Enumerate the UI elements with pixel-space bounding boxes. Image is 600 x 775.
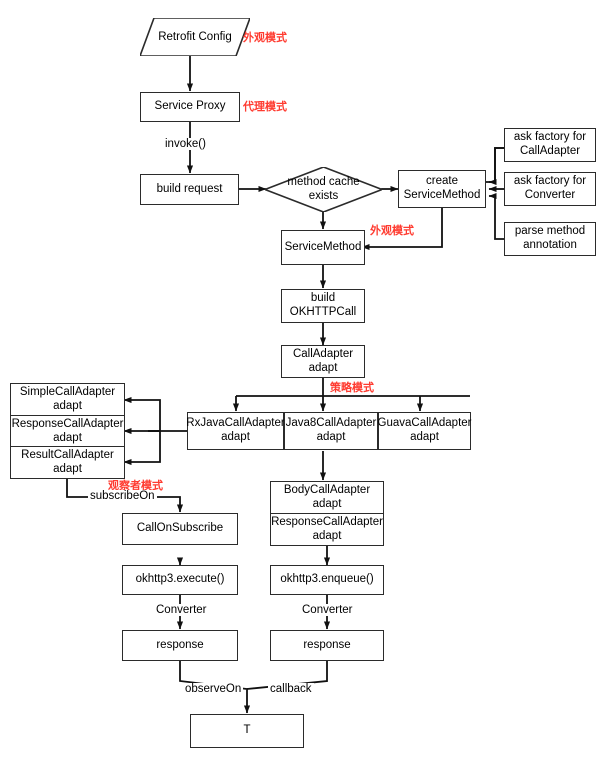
node-ask-factory-converter: ask factory for Converter bbox=[504, 172, 596, 206]
node-response-calladapter-adapt-left: ResponseCallAdapter adapt bbox=[10, 415, 125, 448]
node-response-right: response bbox=[270, 630, 384, 661]
edge-label-observe-on: observeOn bbox=[183, 683, 244, 695]
node-guava-calladapter-adapt: GuavaCallAdapter adapt bbox=[378, 412, 472, 450]
note-facade-service-method: 外观模式 bbox=[370, 225, 414, 237]
node-simple-calladapter-adapt: SimpleCallAdapter adapt bbox=[10, 383, 125, 417]
node-call-on-subscribe: CallOnSubscribe bbox=[122, 513, 238, 545]
node-okhttp-execute: okhttp3.execute() bbox=[122, 565, 238, 595]
note-proxy: 代理模式 bbox=[243, 101, 287, 113]
node-result-calladapter-adapt: ResultCallAdapter adapt bbox=[10, 446, 125, 479]
node-calladapter-adapt: CallAdapter adapt bbox=[281, 345, 365, 378]
node-response-calladapter-adapt-right: ResponseCallAdapter adapt bbox=[270, 513, 384, 546]
node-method-cache-exists: method cache exists bbox=[265, 167, 382, 212]
node-rxjava-calladapter-adapt: RxJavaCallAdapter adapt bbox=[186, 412, 285, 450]
note-strategy: 策略模式 bbox=[330, 382, 374, 394]
node-retrofit-config: Retrofit Config bbox=[140, 18, 250, 56]
node-build-request: build request bbox=[140, 174, 239, 205]
edge-label-invoke: invoke() bbox=[163, 138, 208, 150]
node-service-proxy: Service Proxy bbox=[140, 92, 240, 122]
node-retrofit-config-label: Retrofit Config bbox=[158, 31, 232, 43]
node-parse-method-annotation: parse method annotation bbox=[504, 222, 596, 256]
edge-label-converter-right: Converter bbox=[300, 604, 355, 616]
edge-label-converter-left: Converter bbox=[154, 604, 209, 616]
edge-label-subscribe-on: subscribeOn bbox=[88, 490, 157, 502]
note-facade-top: 外观模式 bbox=[243, 32, 287, 44]
node-response-left: response bbox=[122, 630, 238, 661]
edge-label-callback: callback bbox=[268, 683, 314, 695]
node-body-calladapter-adapt: BodyCallAdapter adapt bbox=[270, 481, 384, 514]
node-create-service-method: create ServiceMethod bbox=[398, 170, 486, 208]
node-service-method: ServiceMethod bbox=[281, 230, 365, 265]
node-build-okhttpcall: build OKHTTPCall bbox=[281, 289, 365, 323]
node-ask-factory-calladapter: ask factory for CallAdapter bbox=[504, 128, 596, 162]
node-result-type: T bbox=[190, 714, 304, 748]
node-java8-calladapter-adapt: Java8CallAdapter adapt bbox=[284, 412, 378, 450]
node-okhttp-enqueue: okhttp3.enqueue() bbox=[270, 565, 384, 595]
node-method-cache-exists-label: method cache exists bbox=[287, 175, 360, 202]
